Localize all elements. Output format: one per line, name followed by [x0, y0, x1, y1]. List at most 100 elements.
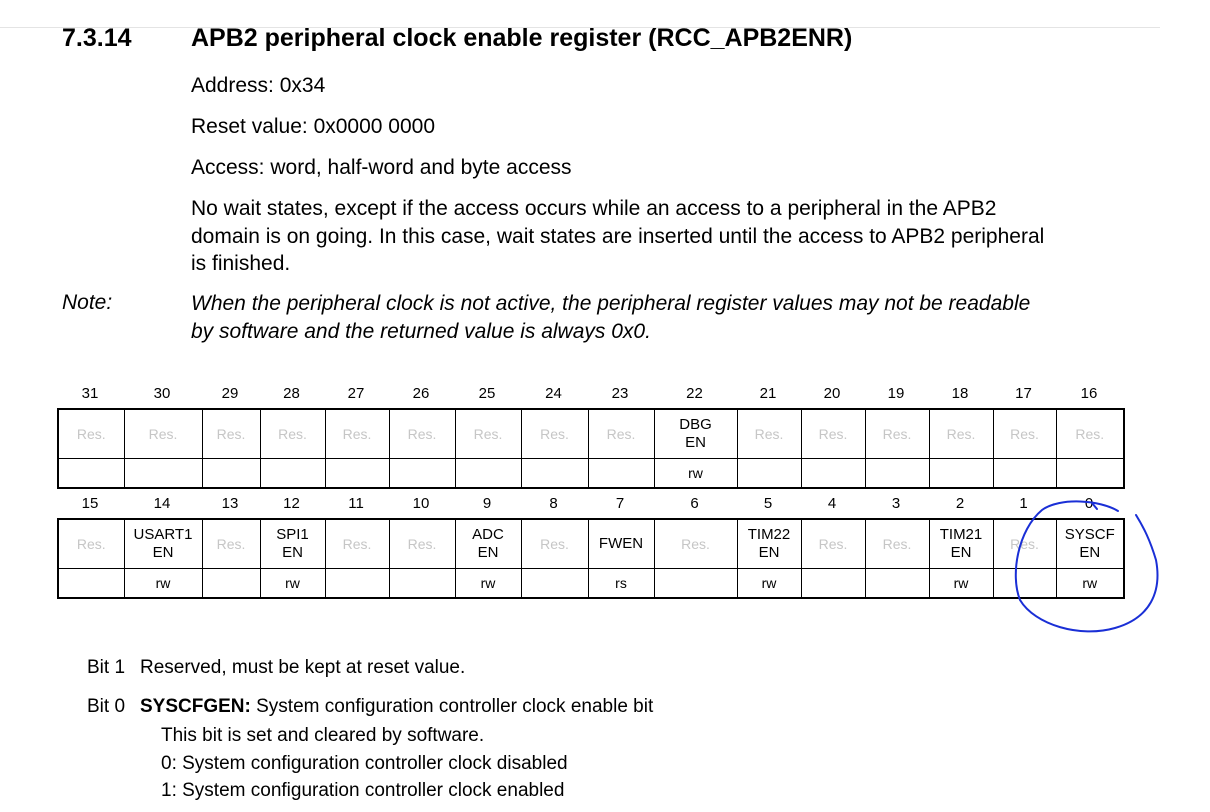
register-field-access: rw	[454, 568, 522, 599]
bit0-detail-line-1: This bit is set and cleared by software.	[161, 725, 485, 746]
bit0-label: Bit 0	[87, 696, 126, 717]
bit1-label: Bit 1	[87, 657, 126, 678]
bit-number: 28	[283, 385, 300, 402]
bit-number: 26	[412, 385, 430, 402]
register-field-name: SPI1 EN	[259, 518, 326, 569]
register-field-access	[928, 458, 994, 489]
register-field-access	[736, 458, 802, 489]
access-text: Access: word, half-word and byte access	[191, 156, 572, 179]
bit1-description: Bit 1 Reserved, must be kept at reset val…	[87, 654, 465, 682]
wait-states-line-2: domain is on going. In this case, wait s…	[191, 225, 1045, 248]
register-field-name: FWEN	[587, 518, 655, 569]
bit-number: 7	[615, 495, 625, 512]
bit-number: 14	[153, 495, 171, 512]
register-field-name: Res.	[653, 518, 738, 569]
register-table-upper: Res.Res.Res.Res.Res.Res.Res.Res.Res.DBG …	[57, 408, 1125, 489]
top-rule	[0, 27, 1160, 28]
bit-number: 5	[763, 495, 773, 512]
register-field-name: Res.	[324, 408, 390, 459]
register-field-access	[123, 458, 203, 489]
register-field-name: DBG EN	[653, 408, 738, 459]
bit-number: 31	[81, 385, 99, 402]
register-field-access	[201, 458, 261, 489]
register-field-access	[388, 568, 456, 599]
bit-number: 30	[153, 385, 171, 402]
register-field-name: Res.	[123, 408, 203, 459]
register-field-access	[388, 458, 456, 489]
bit-number: 12	[283, 495, 300, 512]
register-field-name: Res.	[388, 408, 456, 459]
address-text: Address: 0x34	[191, 74, 326, 97]
bit-number: 4	[827, 495, 837, 512]
bit-number: 1	[1019, 495, 1028, 512]
register-field-access	[992, 458, 1057, 489]
bit1-text: Reserved, must be kept at reset value.	[140, 657, 466, 678]
bit-number: 25	[478, 385, 496, 402]
register-field-name: TIM21 EN	[928, 518, 994, 569]
register-field-name: Res.	[736, 408, 802, 459]
register-field-access	[201, 568, 261, 599]
bit-number: 8	[549, 495, 558, 512]
register-field-access	[324, 568, 390, 599]
bit-number: 16	[1080, 385, 1098, 402]
note-label: Note:	[62, 291, 113, 314]
register-field-access: rw	[259, 568, 326, 599]
bit0-field-name: SYSCFGEN:	[140, 696, 251, 717]
bit-number: 15	[81, 495, 99, 512]
register-field-access	[1055, 458, 1125, 489]
register-field-access	[992, 568, 1057, 599]
register-field-access	[864, 568, 930, 599]
register-field-name: Res.	[57, 518, 125, 569]
register-field-name: Res.	[587, 408, 655, 459]
register-field-access	[520, 458, 589, 489]
bit-number: 0	[1084, 495, 1094, 512]
bit-number: 9	[482, 495, 492, 512]
upper-field-names-row: Res.Res.Res.Res.Res.Res.Res.Res.Res.DBG …	[57, 408, 1125, 459]
register-field-name: Res.	[388, 518, 456, 569]
bit-number: 27	[347, 385, 365, 402]
register-field-access	[520, 568, 589, 599]
register-field-name: Res.	[454, 408, 522, 459]
register-field-name: TIM22 EN	[736, 518, 802, 569]
bit-number: 3	[891, 495, 901, 512]
register-field-access	[57, 458, 125, 489]
bit-number: 24	[545, 385, 562, 402]
register-field-name: Res.	[864, 518, 930, 569]
bit-number: 2	[955, 495, 965, 512]
bit-number: 18	[951, 385, 969, 402]
bit-number: 23	[611, 385, 629, 402]
register-field-access: rw	[653, 458, 738, 489]
register-field-name: Res.	[324, 518, 390, 569]
section-title: APB2 peripheral clock enable register (R…	[191, 24, 853, 52]
register-field-name: Res.	[864, 408, 930, 459]
bit-number: 10	[412, 495, 430, 512]
register-field-name: Res.	[992, 408, 1057, 459]
register-field-name: Res.	[520, 518, 589, 569]
bit-number: 17	[1015, 385, 1032, 402]
bit-number: 13	[221, 495, 239, 512]
note-line-2: by software and the returned value is al…	[191, 320, 651, 343]
wait-states-line-1: No wait states, except if the access occ…	[191, 197, 997, 220]
register-field-name: Res.	[259, 408, 326, 459]
register-field-name: Res.	[800, 408, 866, 459]
register-field-name: Res.	[800, 518, 866, 569]
register-field-name: Res.	[1055, 408, 1125, 459]
bit-number: 20	[823, 385, 841, 402]
bit-number: 11	[348, 495, 364, 512]
register-field-access: rs	[587, 568, 655, 599]
section-number: 7.3.14	[62, 24, 132, 52]
upper-access-row: rw	[57, 458, 1125, 489]
register-field-access	[454, 458, 522, 489]
register-field-access: rw	[123, 568, 203, 599]
bit0-detail-line-3: 1: System configuration controller clock…	[161, 780, 565, 801]
bit-number: 21	[759, 385, 777, 402]
register-field-name: Res.	[928, 408, 994, 459]
register-field-name: ADC EN	[454, 518, 522, 569]
register-field-name: Res.	[201, 408, 261, 459]
register-field-name: USART1 EN	[123, 518, 203, 569]
register-field-access: rw	[1055, 568, 1125, 599]
register-field-access	[259, 458, 326, 489]
bit0-detail-line-2: 0: System configuration controller clock…	[161, 753, 568, 774]
